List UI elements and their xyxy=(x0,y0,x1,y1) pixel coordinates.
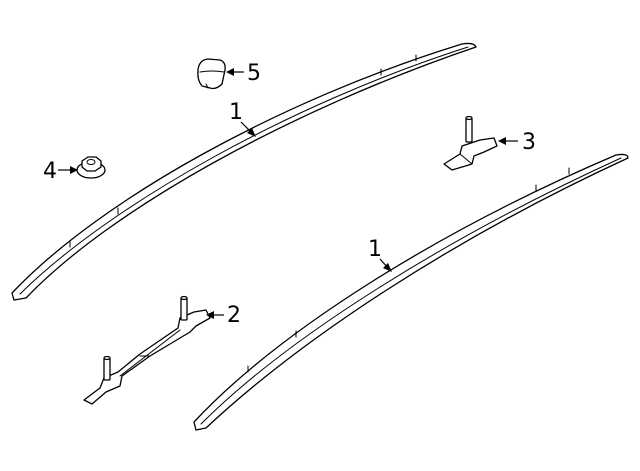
callout-5: 5 xyxy=(226,61,261,86)
roof-rail-right xyxy=(193,153,629,431)
callout-label: 3 xyxy=(522,130,536,155)
callout-label: 1 xyxy=(229,100,243,125)
callout-label: 2 xyxy=(227,303,241,328)
callout-1-right: 1 xyxy=(368,237,392,272)
callout-1-left: 1 xyxy=(229,100,256,137)
callout-2: 2 xyxy=(206,303,241,328)
end-cap xyxy=(197,58,226,90)
roof-rail-left xyxy=(11,42,477,301)
callout-4: 4 xyxy=(43,159,78,184)
callout-3: 3 xyxy=(498,130,536,155)
bracket-rear xyxy=(443,115,498,171)
flange-nut xyxy=(76,156,106,179)
callout-label: 4 xyxy=(43,159,57,184)
callout-label: 1 xyxy=(368,237,382,262)
callout-label: 5 xyxy=(247,61,261,86)
bracket-front xyxy=(83,295,211,405)
